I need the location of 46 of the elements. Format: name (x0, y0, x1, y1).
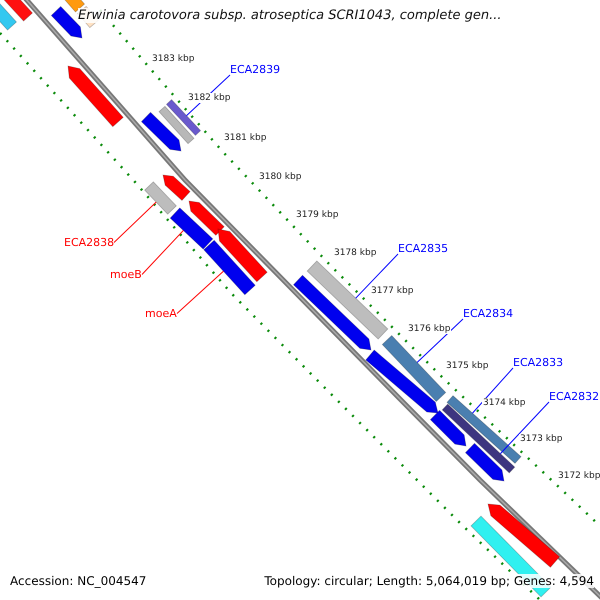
gene-label: ECA2838 (64, 236, 114, 249)
position-label: 3178 kbp (333, 248, 378, 258)
gene-feature (188, 200, 225, 236)
genome-info: Topology: circular; Length: 5,064,019 bp; Genes: 4,594 (264, 574, 594, 588)
gene-label: ECA2839 (230, 63, 280, 76)
gene-label: ECA2832 (549, 390, 600, 403)
map-title: Erwinia carotovora subsp. atroseptica SCRI1043, complete gen... (78, 8, 502, 23)
position-label: 3174 kbp (482, 398, 526, 408)
genome-info: Accession: NC_004547 (10, 574, 146, 588)
position-label: 3181 kbp (223, 133, 268, 143)
gene-feature (464, 442, 504, 482)
gene-feature (158, 106, 195, 144)
gene-feature (365, 350, 439, 414)
leader-line (416, 318, 464, 363)
gene-label: ECA2833 (513, 356, 564, 369)
gene-label: ECA2835 (398, 242, 448, 255)
gene-feature (487, 504, 560, 568)
leader-line (142, 230, 184, 275)
gene-feature (140, 112, 182, 152)
gene-feature (144, 181, 177, 215)
leader-line (472, 368, 514, 414)
gene-feature (430, 410, 466, 446)
gene-feature (166, 99, 202, 136)
gene-label: moeA (145, 307, 177, 320)
position-label: 3180 kbp (258, 172, 302, 182)
gene-feature (292, 274, 372, 350)
gene-label: ECA2834 (463, 307, 514, 320)
leader-line (500, 402, 550, 454)
gene-feature (203, 240, 256, 296)
leader-line (176, 270, 224, 314)
position-label: 3175 kbp (445, 361, 490, 371)
gene-feature (162, 174, 191, 201)
gene-feature (68, 65, 124, 128)
position-label: 3179 kbp (295, 210, 340, 220)
gene-label: moeB (110, 268, 142, 281)
position-label: 3176 kbp (407, 324, 452, 334)
gene-feature (170, 207, 214, 250)
position-label: 3173 kbp (519, 434, 564, 444)
position-label: 3177 kbp (370, 286, 414, 296)
position-label: 3183 kbp (151, 54, 196, 64)
position-label: 3172 kbp (557, 471, 600, 481)
leader-line (355, 254, 398, 299)
gene-feature (382, 334, 446, 402)
position-label: 3182 kbp (187, 93, 232, 103)
leader-line (114, 202, 157, 243)
gene-feature (218, 228, 268, 282)
